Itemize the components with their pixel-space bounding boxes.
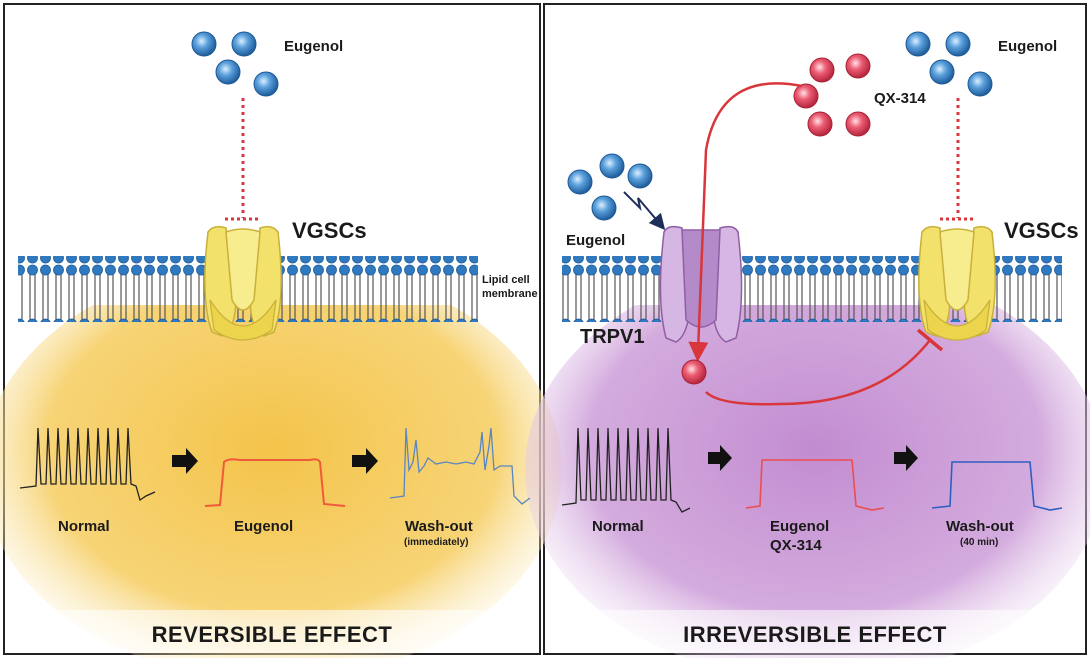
- left-washout-trace: [389, 427, 531, 505]
- qx314-label: QX-314: [874, 90, 926, 107]
- left-vgsc-label: VGSCs: [292, 218, 367, 243]
- left-washout-note: (immediately): [404, 537, 469, 548]
- right-eugenol-label: Eugenol: [770, 518, 830, 535]
- left-eugenol-trace-label: Eugenol: [234, 518, 294, 535]
- left-eugenol-cluster: [191, 31, 279, 97]
- right-washout-trace: [931, 461, 1063, 511]
- qx314-intracellular: [681, 359, 707, 385]
- qx314-entry-arrow: [688, 82, 803, 362]
- right-eugenol-cluster-side: [567, 153, 653, 221]
- right-panel-title: IRREVERSIBLE EFFECT: [683, 622, 947, 647]
- right-washout-label: Wash-out: [946, 518, 1014, 535]
- right-washout-note: (40 min): [960, 537, 999, 548]
- right-eugenol-side-label: Eugenol: [566, 232, 626, 249]
- qx314-block-bar: [916, 328, 944, 352]
- left-eugenol-label: Eugenol: [284, 38, 344, 55]
- membrane-label-line2: membrane: [482, 288, 538, 300]
- right-qx314-trace-label: QX-314: [770, 537, 822, 554]
- trpv1-label: TRPV1: [580, 326, 645, 348]
- left-eugenol-trace: [204, 458, 346, 507]
- left-normal-label: Normal: [58, 518, 110, 535]
- left-bottom-fade: [5, 610, 539, 653]
- right-normal-label: Normal: [592, 518, 644, 535]
- right-eugenol-trace: [745, 459, 885, 511]
- left-vgsc-channel: [204, 225, 282, 341]
- right-arrow-1: [708, 445, 732, 471]
- right-eugenol-top-label: Eugenol: [998, 38, 1058, 55]
- left-arrow-1: [172, 448, 198, 474]
- left-normal-trace: [19, 427, 156, 502]
- right-vgsc-label: VGSCs: [1004, 218, 1079, 243]
- right-glow-cover: [545, 5, 1085, 305]
- right-bottom-fade: [545, 610, 1085, 653]
- qx314-cluster: [793, 53, 871, 137]
- right-normal-trace: [561, 427, 691, 513]
- membrane-label-line1: Lipid cell: [482, 274, 530, 286]
- trpv1-activation-arrow: [623, 191, 666, 231]
- right-vgsc-channel: [918, 225, 996, 341]
- right-arrow-2: [894, 445, 918, 471]
- left-panel-title: REVERSIBLE EFFECT: [151, 622, 393, 647]
- left-arrow-2: [352, 448, 378, 474]
- qx314-block-line: [705, 339, 931, 406]
- left-washout-label: Wash-out: [405, 518, 473, 535]
- right-eugenol-cluster-top: [905, 31, 993, 97]
- right-cytoplasm-glow: [525, 260, 1090, 658]
